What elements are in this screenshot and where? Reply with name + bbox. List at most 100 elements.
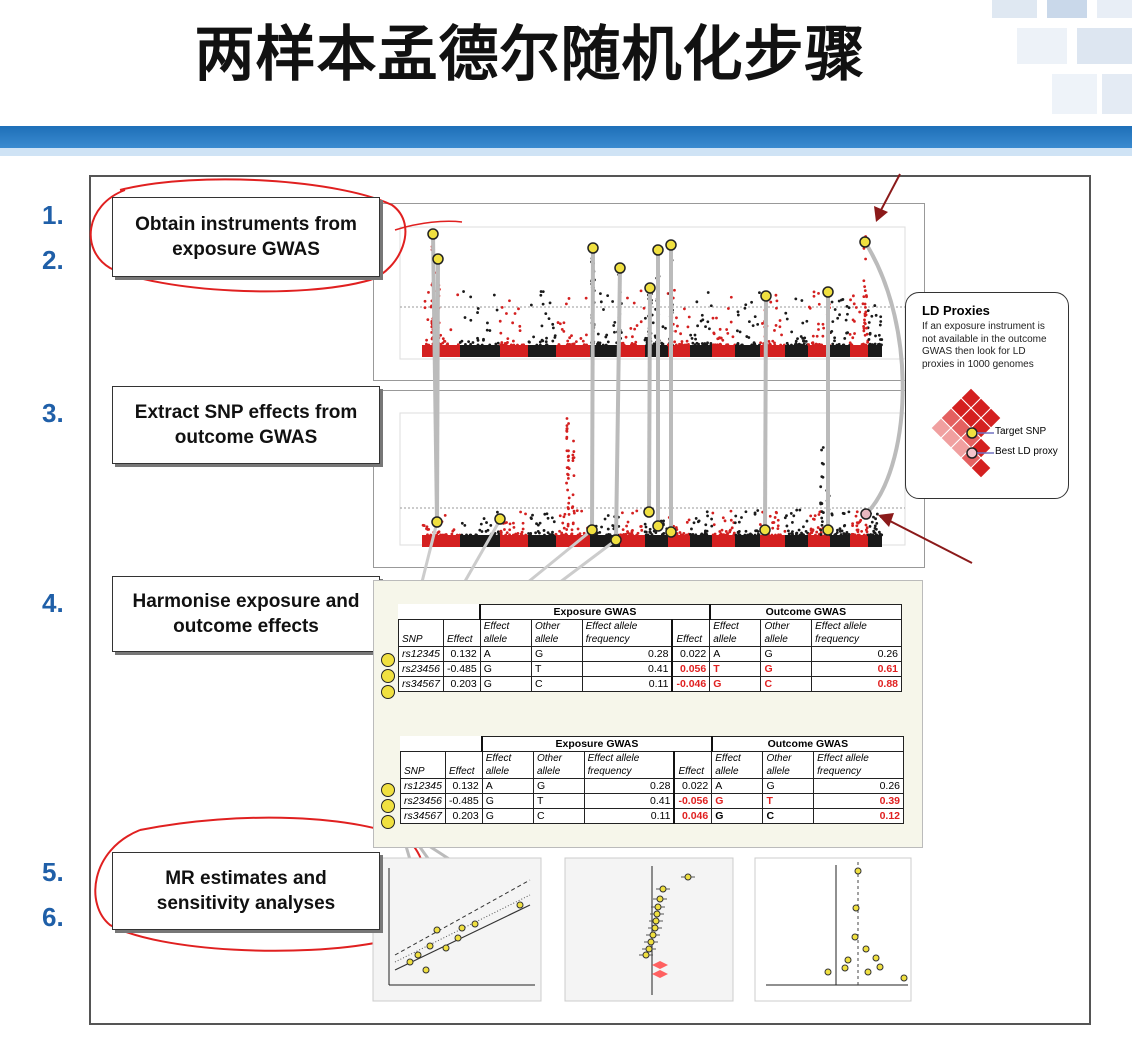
manhattan-band [785, 535, 808, 547]
manhattan-point [639, 320, 643, 324]
manhattan-point [839, 529, 842, 533]
manhattan-point [612, 324, 616, 327]
manhattan-point [808, 533, 812, 537]
manhattan-point [489, 523, 493, 527]
manhattan-point [660, 533, 664, 537]
manhattan-point [583, 343, 587, 347]
manhattan-point [776, 518, 780, 522]
manhattan-point [853, 332, 856, 335]
manhattan-point [776, 527, 780, 531]
manhattan-point [527, 340, 531, 344]
manhattan-point [548, 301, 552, 305]
manhattan-point [773, 341, 776, 345]
manhattan-band [668, 345, 690, 357]
manhattan-point [868, 331, 872, 335]
manhattan-point [496, 341, 500, 345]
outcome-other-allele-cell: C [760, 676, 813, 692]
manhattan-band [808, 535, 830, 547]
manhattan-point [661, 325, 665, 329]
manhattan-point [664, 326, 667, 330]
manhattan-point [859, 518, 863, 522]
manhattan-point [712, 523, 716, 527]
manhattan-band [668, 535, 690, 547]
manhattan-point [800, 531, 803, 535]
manhattan-point [817, 322, 820, 326]
step-extract-snp-effects: Extract SNP effects from outcome GWAS [112, 386, 380, 464]
manhattan-point [674, 343, 678, 347]
manhattan-point [511, 339, 515, 343]
manhattan-point [572, 342, 576, 346]
manhattan-point [488, 329, 492, 332]
manhattan-point [423, 299, 427, 303]
manhattan-point [541, 302, 545, 306]
manhattan-peak-point [862, 279, 866, 283]
manhattan-point [524, 512, 527, 516]
manhattan-point [862, 325, 865, 328]
manhattan-point [685, 343, 688, 347]
manhattan-point [476, 307, 480, 310]
manhattan-point [538, 340, 542, 344]
exposure-other-allele-cell: T [530, 661, 583, 677]
manhattan-point [469, 318, 473, 322]
manhattan-point [789, 512, 793, 515]
manhattan-point [784, 311, 788, 315]
manhattan-point [809, 514, 813, 518]
step-number-3: 3. [42, 398, 64, 428]
step-number-5: 5. [42, 857, 64, 887]
outcome-eaf-cell: 0.12 [813, 808, 904, 824]
manhattan-point [790, 532, 794, 535]
forest-point [642, 951, 650, 959]
manhattan-point [696, 520, 700, 524]
outcome-header: Outcome GWAS [710, 736, 904, 752]
manhattan-point [727, 307, 730, 310]
manhattan-point [652, 342, 656, 346]
manhattan-point [830, 300, 834, 304]
manhattan-point [512, 525, 516, 529]
manhattan-point [792, 514, 796, 518]
exposure-eaf-cell: 0.41 [581, 661, 673, 677]
exposure-effect-cell: 0.132 [442, 646, 481, 662]
manhattan-point [841, 511, 845, 515]
manhattan-point [847, 510, 851, 514]
manhattan-point [513, 312, 517, 315]
manhattan-point [598, 530, 602, 534]
manhattan-point [729, 320, 733, 324]
col-eaf: Effect allele frequency [581, 619, 673, 647]
manhattan-point [700, 533, 703, 537]
manhattan-point [874, 313, 878, 317]
outcome-effect-allele-cell: G [711, 808, 764, 824]
exposure-manhattan-points [422, 235, 884, 357]
manhattan-peak-point [567, 422, 570, 425]
exposure-effect-allele-cell: A [481, 778, 534, 794]
manhattan-point [854, 514, 858, 518]
manhattan-peak-point [571, 453, 575, 457]
forest-points [639, 873, 695, 959]
manhattan-point [479, 522, 483, 526]
manhattan-point [821, 334, 825, 338]
manhattan-point [503, 342, 507, 345]
snp-cell: rs23456 [398, 661, 444, 677]
manhattan-point [839, 533, 843, 537]
instrument-dot-icon [381, 685, 395, 699]
manhattan-point [520, 530, 524, 534]
manhattan-point [813, 514, 817, 518]
manhattan-peak-point [570, 506, 574, 510]
manhattan-point [421, 523, 425, 527]
manhattan-peak-point [819, 485, 823, 489]
forest-point [653, 910, 661, 918]
manhattan-point [544, 312, 548, 316]
manhattan-point [551, 326, 555, 330]
manhattan-peak-point [819, 501, 823, 505]
manhattan-point [584, 296, 588, 300]
manhattan-peak-point [567, 496, 571, 500]
manhattan-point [795, 531, 799, 535]
manhattan-point [720, 528, 724, 532]
manhattan-point [625, 524, 628, 528]
ld-diamond-icon [930, 388, 1002, 479]
exposure-eaf-cell: 0.28 [583, 778, 675, 794]
manhattan-peak-point [863, 285, 867, 289]
manhattan-point [560, 327, 564, 331]
manhattan-point [704, 529, 707, 533]
manhattan-peak-point [565, 481, 568, 485]
